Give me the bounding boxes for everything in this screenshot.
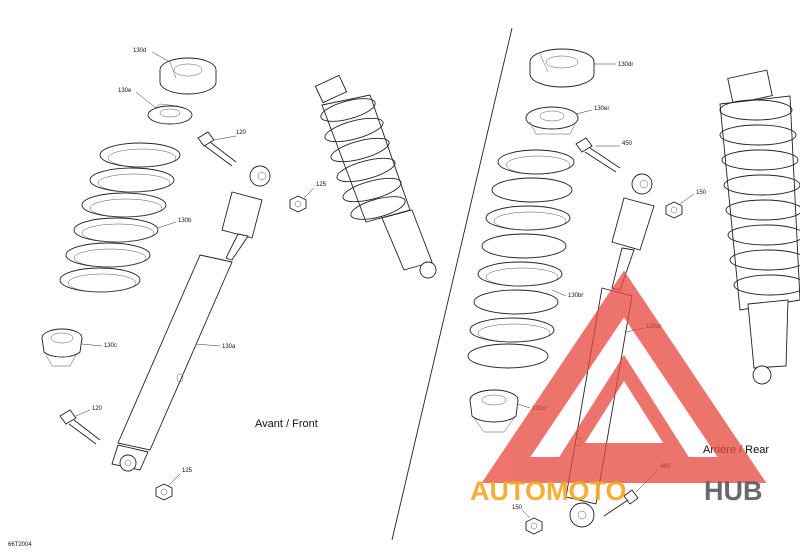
callout-130d: 130d [133,48,146,54]
rear-assembled-shock [719,69,800,385]
nut-125-bottom [155,483,173,501]
coil-spring-130b [59,142,181,293]
callout-125-bottom: 125 [182,468,193,474]
shock-absorber-130a [111,165,271,472]
callout-130b: 130b [178,218,192,224]
nut-125-top [289,195,307,213]
spring-seat-130e [147,103,193,125]
bolt-450 [575,137,621,173]
callout-130e: 130e [118,88,132,94]
nut-150-top [665,201,683,219]
logo-text-automoto: AUTOMOTO [470,476,627,506]
callout-130dr: 130dr [618,62,633,68]
nut-150-bottom [525,517,543,535]
lower-seat-130c [41,328,83,367]
spring-cup-130dr [529,48,595,88]
callout-130a: 130a [222,344,236,350]
bolt-120-bottom [59,409,101,445]
callout-120-top: 120 [236,130,247,136]
callout-120-bottom: 120 [92,406,103,412]
callout-130er: 130er [594,106,609,112]
logo-text-hub: HUB [704,476,763,506]
figure-id: 66T2004 [8,542,32,548]
callout-150-bottom: 150 [512,505,523,511]
bolt-460 [603,489,639,517]
front-assembled-shock [314,74,437,279]
automotohub-logo [481,270,767,483]
section-divider [391,27,513,541]
callout-450: 450 [622,141,633,147]
logo-inner-triangle [559,354,689,457]
callout-130c: 130c [104,343,117,349]
callout-125-top: 125 [316,182,327,188]
spring-seat-130er [525,106,579,135]
coil-spring-130br [467,149,575,369]
front-section-title: Avant / Front [255,418,318,430]
callout-150-top: 150 [696,190,707,196]
logo-triangle [481,270,767,483]
callout-130br: 130br [568,293,583,299]
front-callouts: 130d 130e 120 125 130b 130c 130a 120 125 [75,48,327,487]
lower-seat-130cr [469,389,519,433]
spring-cup-130d [159,57,217,95]
